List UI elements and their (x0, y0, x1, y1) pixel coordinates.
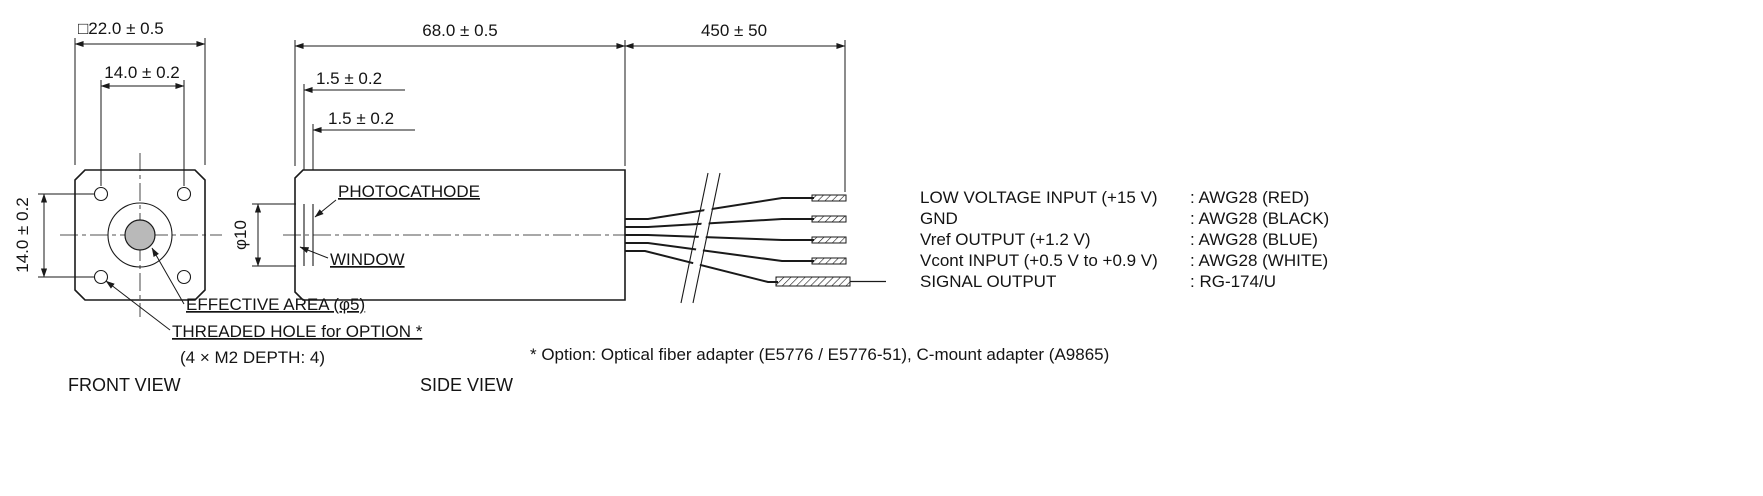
wire-labels: LOW VOLTAGE INPUT (+15 V) : AWG28 (RED) … (920, 188, 1329, 291)
wire-label-spec: : AWG28 (WHITE) (1190, 251, 1328, 270)
window-bezel-circle (107, 202, 173, 268)
dim-window-thickness: 1.5 ± 0.2 (316, 69, 382, 88)
wire-low-voltage (625, 197, 814, 220)
wire-label-name: GND (920, 209, 958, 228)
leader-line (105, 280, 171, 331)
side-view (283, 169, 650, 301)
wire-label-spec: : AWG28 (RED) (1190, 188, 1309, 207)
break-slash (692, 172, 721, 304)
wire-end-strip (811, 236, 847, 244)
wire-label-name: Vcont INPUT (+0.5 V to +0.9 V) (920, 251, 1158, 270)
front-view-callouts: EFFECTIVE AREA (φ5) THREADED HOLE for OP… (68, 247, 423, 395)
side-body-outline (294, 169, 626, 301)
window-label: WINDOW (330, 250, 405, 269)
wire-end-strip (811, 215, 847, 223)
wire-label-name: Vref OUTPUT (+1.2 V) (920, 230, 1091, 249)
dim-cable-length: 450 ± 50 (701, 21, 767, 40)
break-slash (680, 172, 709, 304)
mounting-hole (93, 269, 109, 285)
photocathode-label: PHOTOCATHODE (338, 182, 480, 201)
front-view-title: FRONT VIEW (68, 375, 181, 395)
side-view-callouts: PHOTOCATHODE WINDOW SIDE VIEW (299, 182, 513, 395)
leader-line (299, 246, 329, 259)
wire-vref (625, 234, 814, 241)
break-mask (685, 174, 719, 302)
threaded-hole-detail: (4 × M2 DEPTH: 4) (180, 348, 325, 367)
wire-label-name: SIGNAL OUTPUT (920, 272, 1056, 291)
side-view-dimensions: 68.0 ± 0.5 450 ± 50 1.5 ± 0.2 1.5 ± 0.2 … (231, 21, 846, 267)
dim-hole-pitch-h: 14.0 ± 0.2 (104, 63, 180, 82)
coax-braid (775, 276, 851, 287)
wire-label-name: LOW VOLTAGE INPUT (+15 V) (920, 188, 1158, 207)
wire-label-spec: : AWG28 (BLACK) (1190, 209, 1329, 228)
mounting-hole (93, 186, 109, 202)
wire-end-strip (811, 194, 847, 202)
threaded-hole-label: THREADED HOLE for OPTION * (172, 322, 423, 341)
front-view-dimensions: □22.0 ± 0.5 14.0 ± 0.2 14.0 ± 0.2 (13, 19, 206, 278)
mounting-hole (176, 186, 192, 202)
leader-line (314, 199, 337, 218)
option-footnote: * Option: Optical fiber adapter (E5776 /… (530, 345, 1109, 364)
wire-label-spec: : RG-174/U (1190, 272, 1276, 291)
dim-body-length: 68.0 ± 0.5 (422, 21, 498, 40)
dim-window-diameter: φ10 (231, 220, 250, 250)
side-view-title: SIDE VIEW (420, 375, 513, 395)
wire-end-strip (811, 257, 847, 265)
leader-line (151, 247, 185, 305)
front-body-outline (74, 169, 206, 301)
wire-signal-coax (625, 250, 778, 283)
dim-photocathode-offset: 1.5 ± 0.2 (328, 109, 394, 128)
wire-label-spec: : AWG28 (BLUE) (1190, 230, 1318, 249)
effective-area-circle (124, 219, 156, 251)
cable-assembly (625, 172, 886, 304)
wire-vcont (625, 242, 814, 262)
front-view (60, 153, 222, 317)
mounting-hole (176, 269, 192, 285)
dim-hole-pitch-v: 14.0 ± 0.2 (13, 197, 32, 273)
dim-front-outer: □22.0 ± 0.5 (78, 19, 164, 38)
effective-area-label: EFFECTIVE AREA (φ5) (186, 295, 365, 314)
wire-gnd (625, 218, 814, 228)
